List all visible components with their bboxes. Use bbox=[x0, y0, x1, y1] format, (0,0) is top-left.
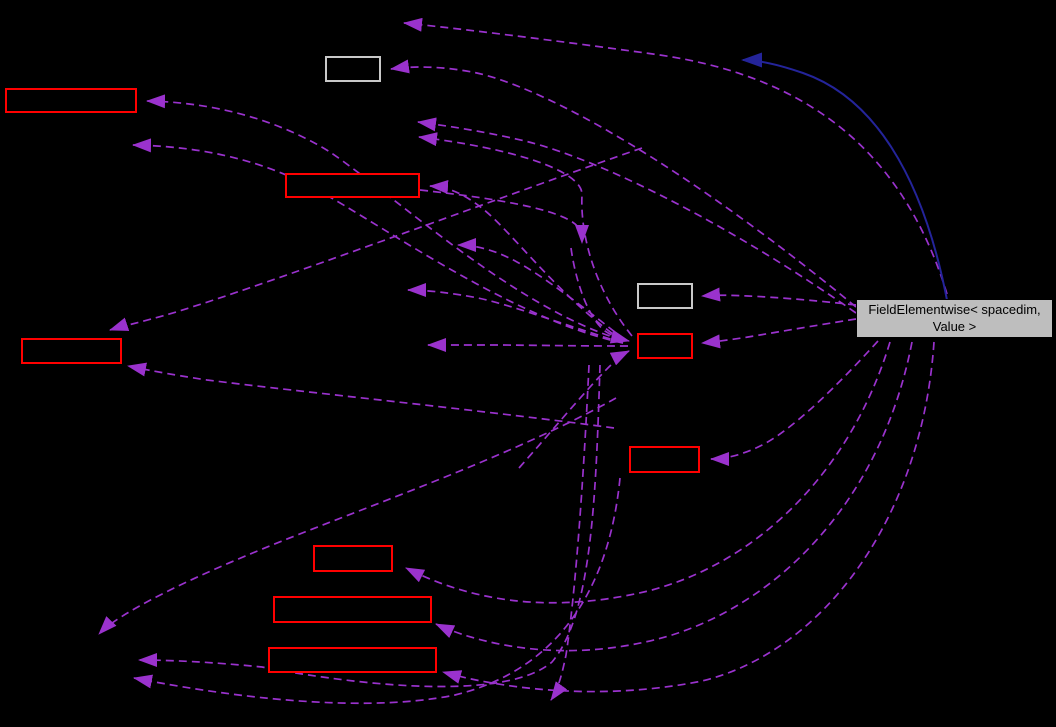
red-node-mid-left[interactable] bbox=[21, 338, 122, 364]
usage-edge bbox=[419, 189, 589, 244]
red-node-bottom-3[interactable] bbox=[268, 647, 437, 673]
usage-edge bbox=[701, 287, 857, 306]
usage-edge bbox=[132, 138, 624, 344]
usage-edge bbox=[442, 341, 935, 693]
central-node-label: FieldElementwise< spacedim, Value > bbox=[868, 302, 1041, 334]
usage-edge bbox=[570, 247, 630, 344]
inheritance-edges bbox=[741, 52, 948, 301]
usage-edge bbox=[518, 350, 630, 469]
inheritance-edge bbox=[741, 52, 948, 301]
usage-edge bbox=[427, 338, 629, 352]
usage-edge bbox=[138, 364, 601, 688]
red-node-right-lower[interactable] bbox=[629, 446, 700, 473]
usage-edge bbox=[550, 364, 590, 701]
usage-edge bbox=[701, 318, 857, 349]
usage-edge bbox=[133, 477, 621, 705]
usage-edge bbox=[710, 340, 879, 466]
red-node-upper-mid[interactable] bbox=[285, 173, 420, 198]
usage-edge bbox=[457, 238, 626, 341]
usage-edge bbox=[405, 341, 891, 604]
usage-edge bbox=[435, 341, 913, 652]
red-node-bottom-1[interactable] bbox=[313, 545, 393, 572]
usage-edge bbox=[418, 132, 633, 337]
usage-edge bbox=[429, 180, 624, 342]
central-node-field-elementwise: FieldElementwise< spacedim, Value > bbox=[856, 299, 1053, 338]
usage-edge bbox=[407, 283, 624, 344]
usage-edges bbox=[98, 17, 948, 705]
red-node-center[interactable] bbox=[637, 333, 693, 359]
usage-edge bbox=[417, 117, 857, 314]
usage-edge bbox=[146, 94, 623, 341]
plain-node-center[interactable] bbox=[637, 283, 693, 309]
red-node-bottom-2[interactable] bbox=[273, 596, 432, 623]
usage-edge bbox=[98, 397, 617, 635]
usage-edge bbox=[403, 17, 948, 295]
usage-edge bbox=[109, 147, 643, 331]
usage-edge bbox=[390, 59, 857, 308]
red-node-upper-left[interactable] bbox=[5, 88, 137, 113]
usage-edge bbox=[127, 362, 615, 429]
plain-node-top[interactable] bbox=[325, 56, 381, 82]
